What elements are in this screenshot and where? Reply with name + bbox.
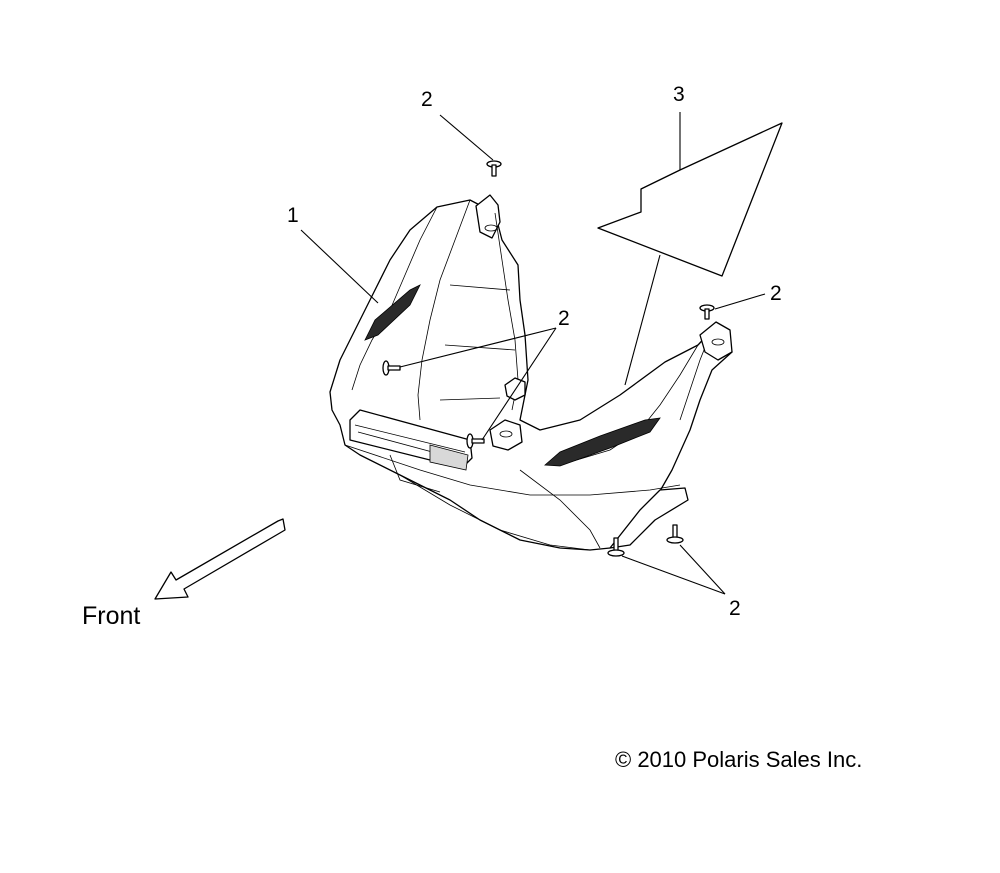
leader-lines: [300, 112, 766, 595]
copyright-notice: © 2010 Polaris Sales Inc.: [615, 747, 862, 772]
callout-2-bottom: 2: [729, 597, 741, 620]
screw-center: [466, 433, 485, 449]
callout-3: 3: [673, 83, 685, 106]
hood-panel: [329, 194, 733, 551]
screw-top: [486, 160, 502, 177]
front-label: Front: [82, 602, 140, 630]
windshield-panel: [597, 122, 783, 277]
callout-1: 1: [287, 204, 299, 227]
screw-right: [699, 304, 715, 320]
screw-bottom-left: [607, 537, 625, 557]
screw-bottom-right: [666, 524, 684, 544]
callout-2-center: 2: [558, 307, 570, 330]
callout-2-top: 2: [421, 88, 433, 111]
screw-center-left: [382, 360, 401, 376]
front-arrow-icon: [154, 518, 286, 600]
callout-2-right: 2: [770, 282, 782, 305]
